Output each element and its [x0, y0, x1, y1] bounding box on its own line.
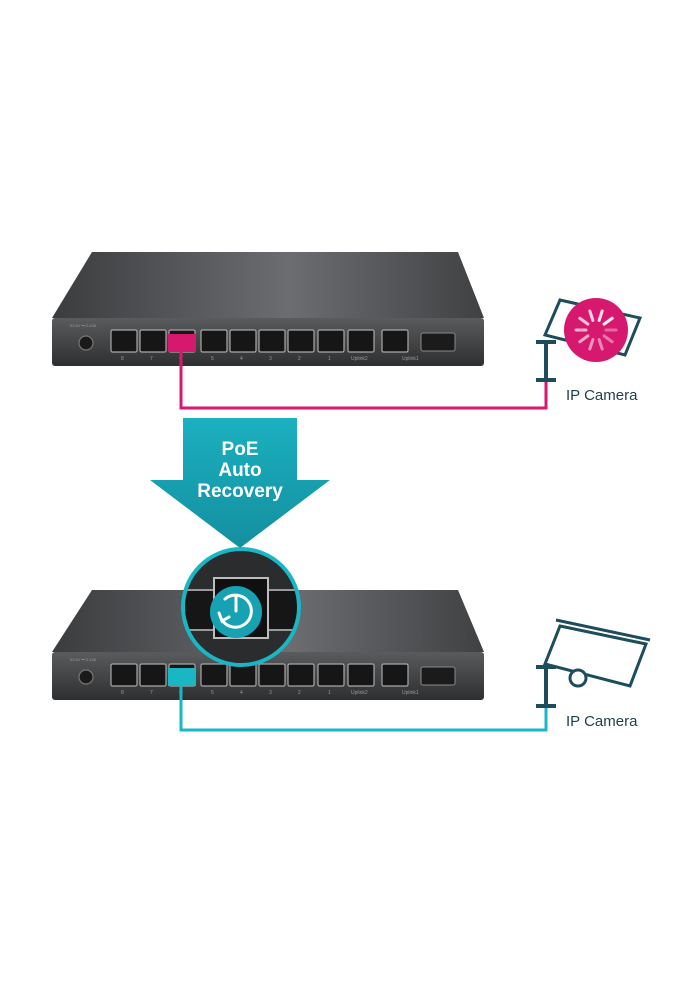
spinner-tick [578, 334, 590, 344]
camera-lens-icon [568, 668, 588, 688]
zoom-inset-ring [181, 547, 301, 667]
port-number-label: 8 [121, 690, 124, 696]
camera-label: IP Camera [566, 387, 638, 404]
port-number-label: 2 [298, 690, 301, 696]
spinner-tick [578, 316, 590, 326]
down-arrow-shape [150, 418, 330, 548]
spinner-tick [597, 338, 604, 351]
failed-port-highlight [168, 334, 196, 352]
uplink-port [347, 329, 375, 353]
power-rating-label: 53.5V ⎓ 2.43A [70, 323, 97, 328]
camera-mount-icon [536, 340, 556, 382]
uplink-port [381, 663, 409, 687]
camera-label: IP Camera [566, 713, 638, 730]
port-number-label: 5 [211, 356, 214, 362]
rj45-port [229, 663, 257, 687]
spinner-tick [602, 334, 614, 344]
rj45-port [287, 663, 315, 687]
recovered-cable [179, 686, 548, 732]
restart-arrowhead [217, 611, 231, 624]
poe-auto-recovery-arrow: PoE Auto Recovery [150, 418, 330, 548]
ip-camera-working: IP Camera [536, 618, 651, 730]
rj45-port [317, 329, 345, 353]
power-jack-icon [78, 335, 94, 351]
arrow-label-line2: Auto [218, 460, 261, 481]
rj45-port [258, 663, 286, 687]
loading-spinner-icon [574, 309, 618, 351]
power-restart-icon [217, 593, 253, 629]
spinner-tick [588, 309, 595, 322]
rj45-port [200, 663, 228, 687]
spinner-tick [602, 316, 614, 326]
uplink-port [381, 329, 409, 353]
sfp-port [420, 332, 456, 352]
port-number-label: 3 [269, 356, 272, 362]
port-number-label: 1 [328, 356, 331, 362]
port-number-label: 8 [121, 356, 124, 362]
port-number-label: 7 [150, 356, 153, 362]
camera-hood-icon [555, 618, 651, 642]
uplink2-label: Uplink2 [351, 356, 368, 362]
uplink-port [347, 663, 375, 687]
rj45-port [110, 329, 138, 353]
camera-body-icon [542, 624, 649, 688]
arrow-label-line3: Recovery [197, 481, 283, 502]
port-number-label: 2 [298, 356, 301, 362]
uplink2-label: Uplink2 [351, 690, 368, 696]
rj45-port [139, 329, 167, 353]
camera-mount-icon [536, 665, 556, 708]
rj45-port [229, 329, 257, 353]
port-number-label: 1 [328, 690, 331, 696]
power-jack-icon [78, 669, 94, 685]
port-number-label: 5 [211, 690, 214, 696]
ip-camera-failed: IP Camera [536, 298, 643, 404]
uplink1-label: Uplink1 [402, 690, 419, 696]
recovered-port-highlight [168, 668, 196, 686]
port-number-label: 7 [150, 690, 153, 696]
rj45-port [200, 329, 228, 353]
spinner-tick [597, 309, 604, 322]
rj45-port [317, 663, 345, 687]
rj45-port [139, 663, 167, 687]
failure-cable [179, 352, 548, 410]
zoom-inset [181, 547, 301, 667]
port-number-label: 3 [269, 690, 272, 696]
rj45-port [110, 663, 138, 687]
sfp-port [420, 666, 456, 686]
port-number-label: 4 [240, 690, 243, 696]
spinner-tick [588, 338, 595, 351]
power-rating-label: 53.5V ⎓ 2.43A [70, 657, 97, 662]
rj45-port [258, 329, 286, 353]
uplink1-label: Uplink1 [402, 356, 419, 362]
port-number-label: 4 [240, 356, 243, 362]
switch-top-surface [52, 252, 484, 318]
rj45-port [287, 329, 315, 353]
arrow-label-line1: PoE [222, 439, 259, 460]
camera-error-badge [564, 298, 628, 362]
